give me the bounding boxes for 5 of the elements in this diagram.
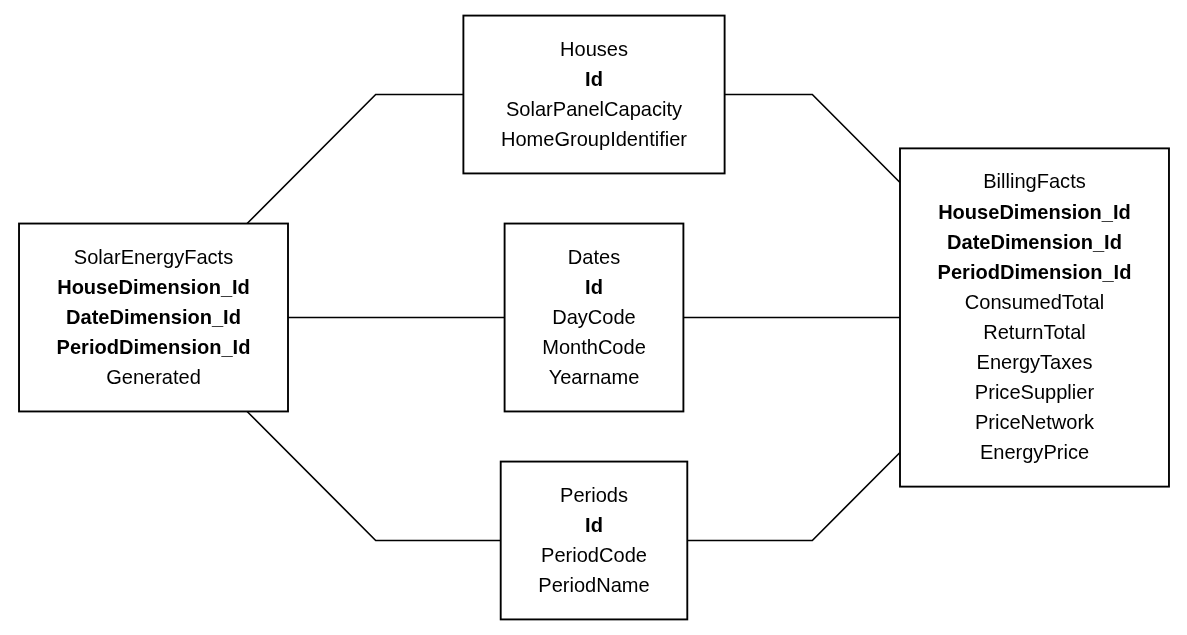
node-box: Periods Id PeriodCode PeriodName bbox=[499, 460, 688, 621]
node-box: Dates Id DayCode MonthCode Yearname bbox=[503, 222, 684, 413]
node-box: BillingFacts HouseDimension_Id DateDimension_Id PeriodDimension_Id ConsumedTotal ReturnTotal EnergyTaxes PriceSupplier PriceNetwork EnergyPrice bbox=[898, 147, 1170, 488]
node-box: SolarEnergyFacts HouseDimension_Id DateDimension_Id PeriodDimension_Id Generated bbox=[17, 222, 289, 413]
node-box: Houses Id SolarPanelCapacity HomeGroupIdentifier bbox=[461, 14, 726, 175]
